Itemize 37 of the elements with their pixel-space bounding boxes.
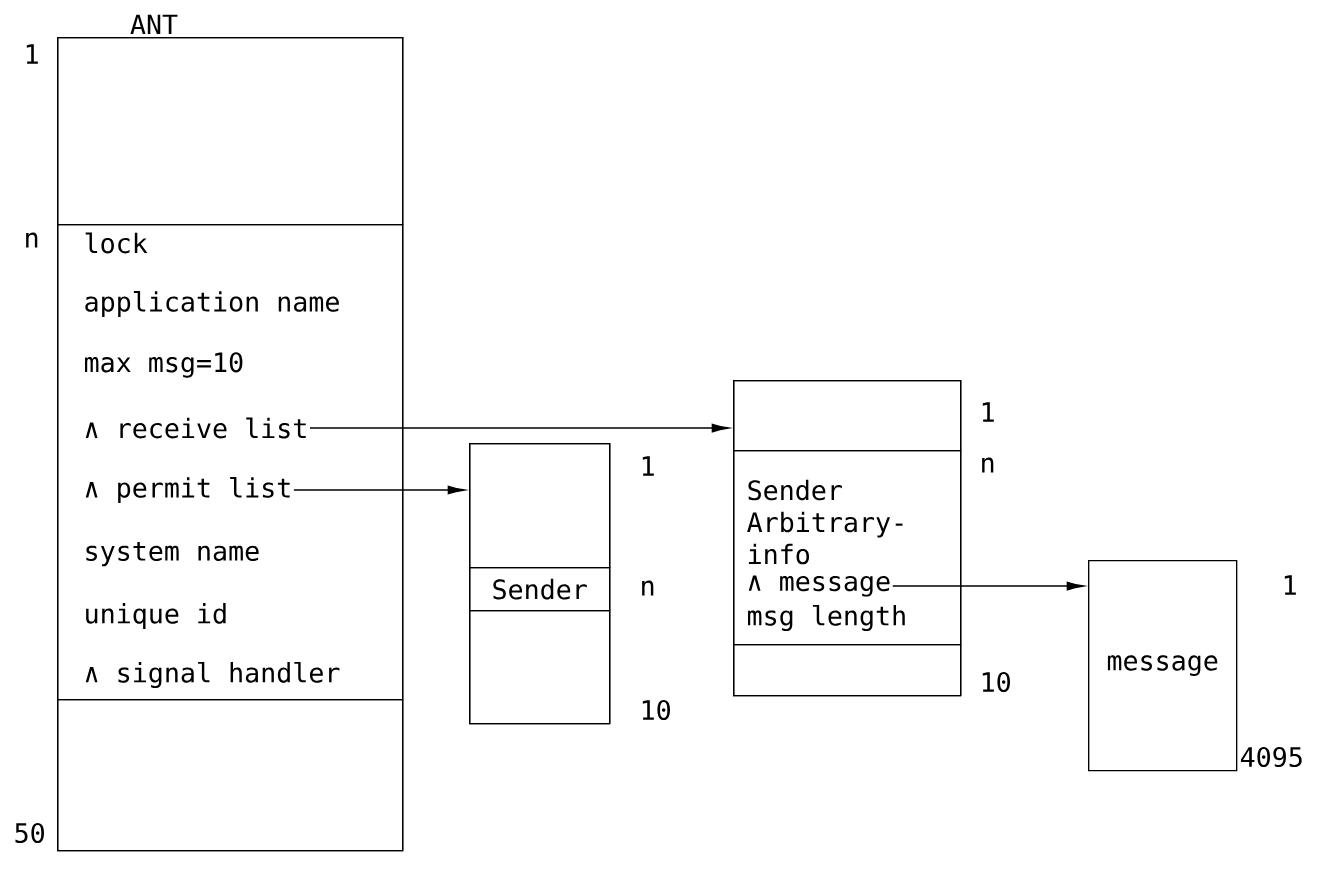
- field-label: lock: [85, 232, 148, 254]
- index-label: n: [982, 457, 994, 473]
- field-label: unique id: [86, 603, 226, 629]
- field-label: system name: [86, 541, 259, 567]
- index-label: n: [642, 580, 654, 596]
- field-label: ∧ receive list: [85, 417, 306, 439]
- table-title: ANT: [130, 14, 178, 35]
- arrow: [892, 581, 1085, 591]
- arrow: [293, 485, 466, 495]
- table-section: [733, 380, 962, 452]
- index-label: 4095: [1240, 746, 1302, 768]
- message-box: message: [1088, 560, 1238, 772]
- table-section: [57, 699, 404, 852]
- field-label: application name: [85, 291, 339, 317]
- index-label: 10: [642, 699, 670, 721]
- index-label: 1: [982, 402, 994, 422]
- index-label: 50: [15, 822, 44, 844]
- arrow: [309, 423, 730, 433]
- field-label: Sender: [748, 479, 842, 501]
- index-label: 1: [26, 44, 38, 64]
- index-label: 10: [982, 671, 1010, 693]
- field-label: msg length: [748, 604, 905, 632]
- table-section: [469, 443, 611, 569]
- table-section: [733, 450, 962, 646]
- index-label: 1: [642, 456, 654, 476]
- field-label: ∧ permit list: [85, 477, 290, 503]
- table-section: [57, 37, 404, 226]
- field-label: ∧ message: [748, 575, 890, 597]
- table-row: Sender: [469, 567, 611, 612]
- field-label: Arbitrary- info: [747, 511, 903, 565]
- index-label: 1: [1284, 575, 1296, 595]
- table-section: [733, 644, 962, 697]
- table-section: [469, 610, 611, 725]
- table-section: [57, 224, 404, 701]
- field-label: max msg=10: [85, 352, 243, 378]
- index-label: n: [26, 232, 38, 248]
- field-label: ∧ signal handler: [85, 661, 340, 689]
